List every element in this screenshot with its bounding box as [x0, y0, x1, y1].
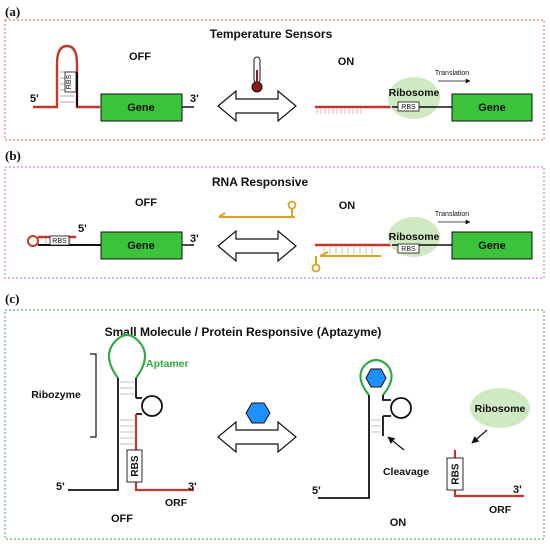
panel-c-rbs-label: RBS [130, 455, 141, 476]
panel-c-title: Small Molecule / Protein Responsive (Apt… [105, 325, 382, 339]
panel-a-gene-box [100, 93, 183, 122]
panel-b-title: RNA Responsive [212, 175, 309, 189]
panel-c-off-label: OFF [111, 513, 133, 525]
panel-a-three-prime: 3' [190, 93, 199, 105]
panel-b-rbs-on-box [397, 243, 420, 254]
panel-a-title: Temperature Sensors [210, 27, 333, 41]
panel-c-three-prime: 3' [188, 481, 197, 493]
panel-c-orf-on-label: ORF [489, 504, 512, 516]
panel-a-gene-on-label: Gene [478, 102, 506, 114]
panel-a-tag: (a) [5, 4, 20, 19]
panel-b-three-prime: 3' [190, 233, 199, 245]
panel-a-gene-label: Gene [127, 102, 155, 114]
panel-a-rbs-label: RBS [66, 74, 73, 89]
panel-c-ribosome [470, 388, 530, 428]
panel-b-gene-label: Gene [127, 240, 155, 252]
thermometer-icon [251, 56, 263, 93]
panel-b-off-label: OFF [135, 197, 157, 209]
panel-c-ribosome-arrow [471, 429, 488, 444]
panel-c-ribozyme-label: Ribozyme [31, 389, 81, 401]
panel-b-rbs-label: RBS [52, 238, 67, 245]
panel-c-orf-label: ORF [165, 497, 188, 509]
panel-c-ligand-hexagon [245, 402, 271, 424]
panel-a-gene-on-box [451, 93, 533, 122]
panel-c-cleavage-label: Cleavage [383, 466, 429, 478]
panel-b-trigger-rna [218, 200, 297, 218]
panel-b-gene-on-label: Gene [478, 240, 506, 252]
panel-b-gene-on-box [451, 231, 533, 260]
panel-b-ribosome-label: Ribosome [389, 231, 440, 243]
panel-a-double-arrow [217, 89, 297, 123]
panel-c-aptazyme-on [318, 358, 412, 499]
panel-c-border [4, 309, 545, 540]
panel-a-rbs-on-label: RBS [401, 104, 416, 111]
panel-a-rbs-on-box [397, 101, 420, 112]
panel-a-border [4, 19, 545, 141]
panel-c-three-prime-on: 3' [513, 484, 522, 496]
panel-c-tag: (c) [5, 291, 19, 306]
panel-a-rbs-box [64, 71, 77, 93]
panel-c-ribosome-label: Ribosome [475, 403, 526, 415]
panel-c-cleavage-arrow [387, 436, 405, 451]
panel-b-on-label: ON [339, 200, 356, 212]
panel-b-gene-box [100, 231, 183, 260]
panel-c-aptamer-label: Aptamer [146, 358, 189, 370]
panel-c-double-arrow [217, 420, 297, 454]
panel-b-bound-trigger [311, 247, 381, 273]
panel-b-five-prime: 5' [78, 223, 87, 235]
panel-a-five-prime: 5' [30, 93, 39, 105]
panel-a-ribosome-label: Ribosome [389, 87, 440, 99]
panel-c-five-prime: 5' [56, 481, 65, 493]
panel-a-off-label: OFF [129, 51, 151, 63]
panel-a-mrna-ticks [316, 109, 362, 114]
panel-b-double-arrow [217, 229, 297, 263]
panel-c-aptazyme-off [68, 333, 194, 492]
panel-c-ribozyme-bracket [90, 353, 97, 438]
panel-b-tag: (b) [5, 148, 21, 163]
panel-b-rbs-on-label: RBS [401, 246, 416, 253]
panel-c-on-label: ON [390, 517, 407, 529]
panel-b-border [4, 166, 545, 279]
panel-a-on-label: ON [338, 56, 355, 68]
panel-b-rbs-box [49, 235, 70, 246]
panel-c-five-prime-on: 5' [312, 485, 321, 497]
panel-c-rbs-on-label: RBS [451, 463, 462, 484]
panel-a-translation-label: Translation [435, 70, 469, 77]
panel-c-rbs-box [126, 449, 143, 483]
panel-c-rbs-on-box [446, 457, 464, 491]
panel-b-translation-label: Translation [435, 211, 469, 218]
